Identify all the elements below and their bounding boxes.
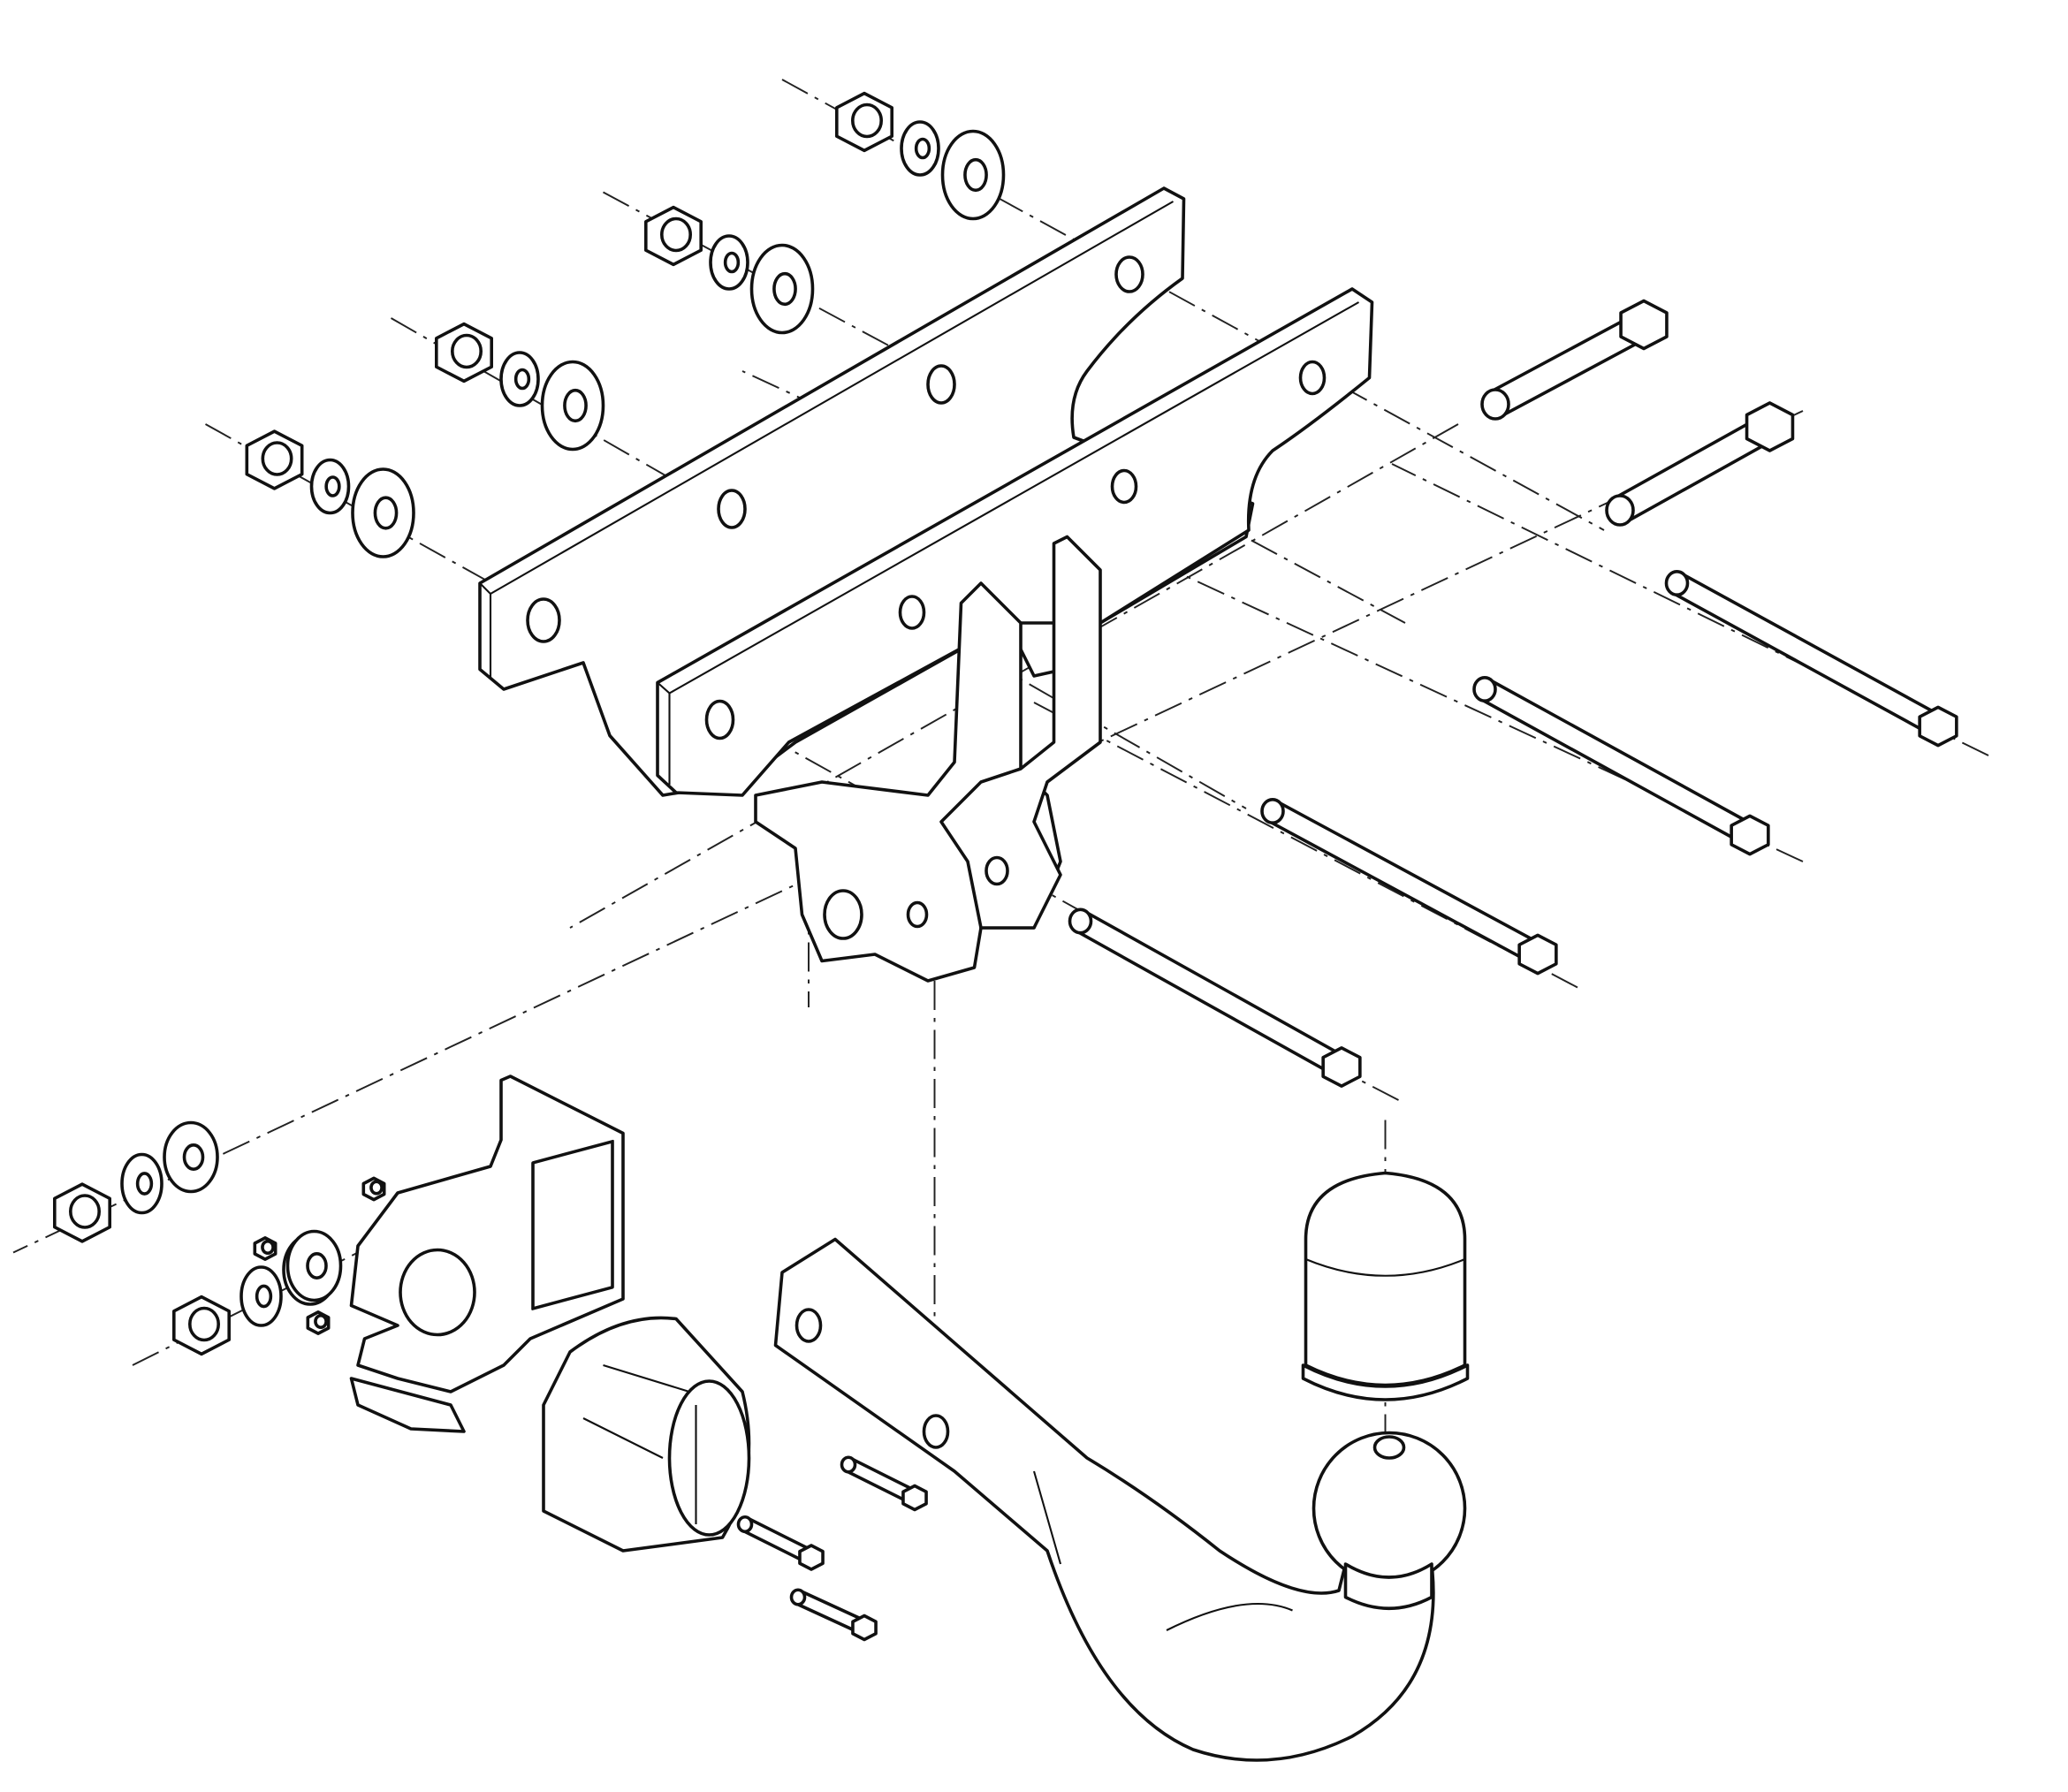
small-screw [789, 1588, 878, 1642]
washer [709, 234, 749, 291]
plate-hole [717, 489, 747, 529]
washer [749, 243, 815, 335]
nut-bore [69, 1194, 102, 1229]
bolt-head [1321, 1046, 1362, 1088]
bolt-tip [1664, 570, 1690, 597]
washer [900, 120, 940, 177]
arm-pin-hole [795, 1308, 823, 1343]
nut-bore [660, 216, 693, 253]
washer-hole [182, 1143, 205, 1171]
hitch-pin-hole [985, 855, 1009, 886]
long-bolt [1260, 798, 1558, 976]
hex-nut [361, 1176, 386, 1202]
washer-hole [373, 496, 399, 530]
bolt-head [901, 1484, 928, 1512]
bolt-head [1918, 705, 1958, 748]
socket-opening [399, 1248, 476, 1337]
tow-ball [1312, 1431, 1467, 1610]
plate-hole [1110, 468, 1138, 505]
plate-hole [926, 364, 956, 405]
washer-hole [563, 388, 588, 423]
hitch-mount-bracket [754, 535, 1102, 983]
washer-hole [324, 475, 341, 497]
washer-hole [513, 368, 531, 391]
small-screw [736, 1515, 825, 1571]
washer [940, 129, 1006, 221]
long-bolt [1664, 570, 1958, 748]
washer-hole [135, 1172, 154, 1196]
bolt-tip [1480, 388, 1510, 421]
washer-hole [963, 157, 988, 193]
bolt-head [1730, 814, 1770, 856]
plate-hole [898, 595, 926, 630]
washer [163, 1120, 219, 1194]
hitch-pin-hole [906, 900, 929, 929]
long-bolt [1472, 676, 1770, 856]
bolt-tip [1605, 494, 1635, 527]
nut-bore [187, 1306, 220, 1342]
bolt-tip [840, 1455, 857, 1474]
washer-hole [772, 271, 797, 307]
washer-hole [255, 1284, 273, 1309]
plate-hole [704, 699, 735, 740]
nut-bore [261, 441, 293, 476]
short-bolt [1480, 299, 1669, 421]
washer-hole [723, 251, 741, 274]
mounting-plate-front [656, 287, 1374, 797]
hex-nut [253, 1236, 278, 1261]
hitch-pin-hole [823, 889, 863, 940]
bolt-shank [1073, 910, 1349, 1078]
washer [351, 467, 415, 558]
plate-hole [526, 597, 561, 643]
electrical-socket [542, 1316, 751, 1553]
bolt-tip [1068, 907, 1093, 935]
socket-bracket [349, 1074, 625, 1433]
bolt-head [851, 1614, 878, 1642]
nut-bore [314, 1313, 328, 1330]
bolt-shank [1669, 572, 1945, 738]
hex-nut [171, 1295, 232, 1356]
washer [285, 1229, 343, 1302]
plate-hole [1298, 360, 1327, 396]
washer [239, 1265, 283, 1327]
bolt-tip [1472, 676, 1497, 703]
small-screw [840, 1455, 928, 1512]
fastener-hardware [53, 91, 1958, 1642]
nut-bore [851, 103, 884, 139]
bolt-head [798, 1544, 825, 1571]
hex-nut [53, 1182, 112, 1243]
hex-nut [245, 429, 304, 490]
bolt-shank [1478, 678, 1757, 847]
nut-bore [261, 1239, 275, 1256]
hex-nut [435, 322, 493, 383]
bolt-tip [789, 1588, 807, 1606]
bolt-head [1745, 401, 1795, 452]
bolt-tip [736, 1515, 754, 1534]
hex-nut [306, 1310, 331, 1335]
hex-nut [835, 91, 893, 153]
long-bolt [1068, 907, 1362, 1088]
ball-cover-cap [1301, 1171, 1470, 1401]
short-bolt [1605, 401, 1795, 527]
washer [309, 458, 351, 515]
arm-pin-hole [922, 1414, 950, 1449]
bolt-head [1619, 299, 1669, 351]
washer-hole [914, 137, 931, 160]
washer [499, 351, 540, 407]
hex-nut [644, 205, 703, 267]
plate-hole [1114, 255, 1144, 293]
bolt-tip [1260, 798, 1285, 825]
nut-bore [369, 1180, 384, 1196]
bolt-head [1517, 933, 1558, 976]
washer [120, 1152, 163, 1215]
bolt-shank [1266, 800, 1545, 966]
washer-hole [306, 1252, 328, 1279]
nut-bore [451, 333, 483, 369]
hitch-arm [773, 1237, 1435, 1762]
washer [540, 360, 605, 452]
